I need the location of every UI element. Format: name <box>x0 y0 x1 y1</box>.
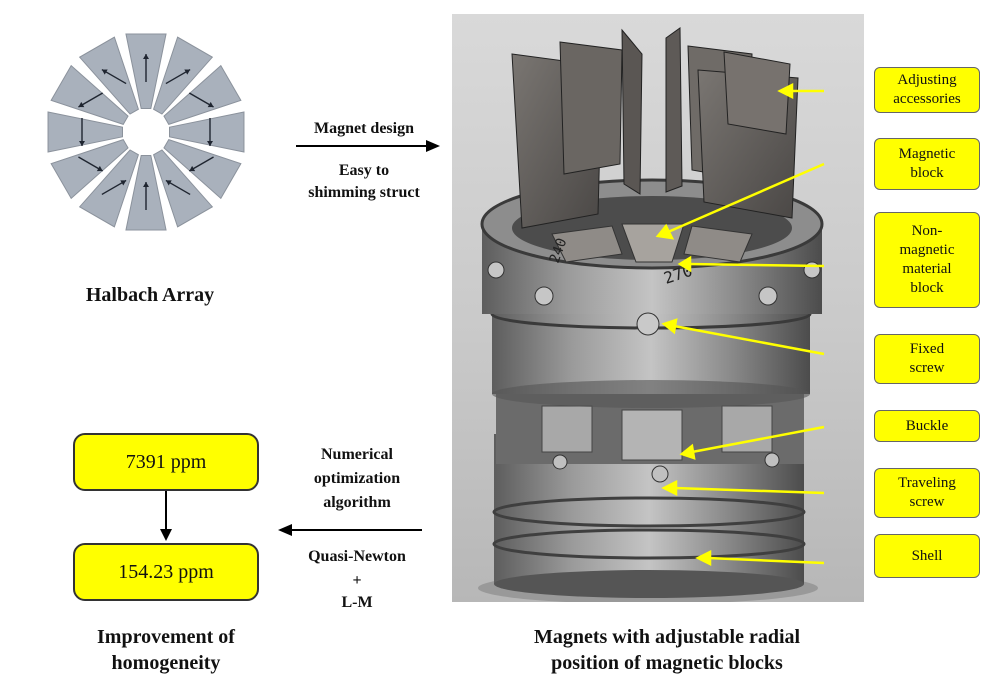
callout-line: screw <box>909 494 945 510</box>
halbach-segment <box>152 36 214 115</box>
halbach-bore <box>126 112 166 152</box>
callout-line: Traveling <box>898 475 956 491</box>
halbach-caption: Halbach Array <box>85 284 215 306</box>
callout-line: Magnetic <box>898 146 956 162</box>
left-arrow <box>278 524 422 536</box>
callout-line: Adjusting <box>897 72 957 88</box>
callout-line: block <box>910 165 944 181</box>
lm-label: L-M <box>341 594 373 611</box>
quasi-newton-label: Quasi-Newton <box>308 548 406 565</box>
halbach-array-diagram <box>47 33 245 231</box>
homogeneity-caption-line-1: Improvement of <box>97 626 235 648</box>
homogeneity-caption-line-2: homogeneity <box>111 652 221 674</box>
magnetization-arrowhead <box>96 165 103 172</box>
callout-line: material <box>902 261 952 277</box>
magnetization-arrowhead <box>165 180 172 186</box>
homogeneity-caption: Improvement of homogeneity <box>56 624 276 676</box>
magnetization-arrowhead <box>79 141 85 146</box>
halbach-segment <box>152 149 214 228</box>
magnetization-arrowhead <box>184 69 191 75</box>
magnet-design-label: Magnet design <box>314 120 414 137</box>
callout-line: Non- <box>911 223 943 239</box>
callout-line: accessories <box>893 91 961 107</box>
callout-line: block <box>910 280 944 296</box>
magnetization-arrowhead <box>189 165 196 172</box>
magnetization-arrowhead <box>143 182 149 187</box>
callout-adjusting-accessories: Adjusting accessories <box>874 67 980 113</box>
easy-to-label: Easy to <box>338 162 390 179</box>
plus-label: + <box>352 572 362 589</box>
magnetization-arrowhead <box>78 101 85 108</box>
callout-magnetic-block: Magnetic block <box>874 138 980 190</box>
down-arrow <box>160 491 172 541</box>
callout-line: Buckle <box>905 417 949 434</box>
halbach-segment <box>78 36 140 115</box>
magnetization-arrowhead <box>120 180 127 186</box>
photo-caption: Magnets with adjustable radial position … <box>462 624 872 676</box>
callout-line: screw <box>909 360 945 376</box>
magnet-photo: 270 240 <box>452 14 864 602</box>
callout-line: Fixed <box>909 341 945 357</box>
halbach-segment <box>50 138 129 200</box>
shimming-struct-label: shimming struct <box>308 184 420 201</box>
photo-caption-line-1: Magnets with adjustable radial <box>533 626 801 648</box>
ppm-after-box: 154.23 ppm <box>73 543 259 601</box>
callout-line: magnetic <box>899 242 955 258</box>
halbach-segment <box>78 149 140 228</box>
callout-line: Shell <box>911 547 943 564</box>
right-arrow <box>296 140 440 152</box>
halbach-segment <box>169 111 245 153</box>
photo-caption-line-2: position of magnetic blocks <box>551 652 783 674</box>
optimization-label: optimization <box>313 470 401 487</box>
ppm-before-box: 7391 ppm <box>73 433 259 491</box>
halbach-segment <box>163 64 242 126</box>
callout-shell: Shell <box>874 534 980 578</box>
halbach-segment <box>50 64 129 126</box>
magnetization-arrowhead <box>143 54 149 59</box>
magnetization-arrowhead <box>207 141 213 146</box>
callout-buckle: Buckle <box>874 410 980 442</box>
magnetization-arrowhead <box>101 69 108 75</box>
callout-traveling-screw: Traveling screw <box>874 468 980 518</box>
magnetization-arrowhead <box>207 101 214 108</box>
magnet-photo-illustration: 270 240 <box>478 27 824 602</box>
callout-leader-lines <box>655 82 825 567</box>
algorithm-label: algorithm <box>323 494 391 511</box>
numerical-label: Numerical <box>321 446 393 463</box>
callout-non-magnetic-material-block: Non-magnetic material block <box>874 212 980 308</box>
callout-fixed-screw: Fixed screw <box>874 334 980 384</box>
halbach-segment <box>47 111 123 153</box>
halbach-segment <box>163 138 242 200</box>
